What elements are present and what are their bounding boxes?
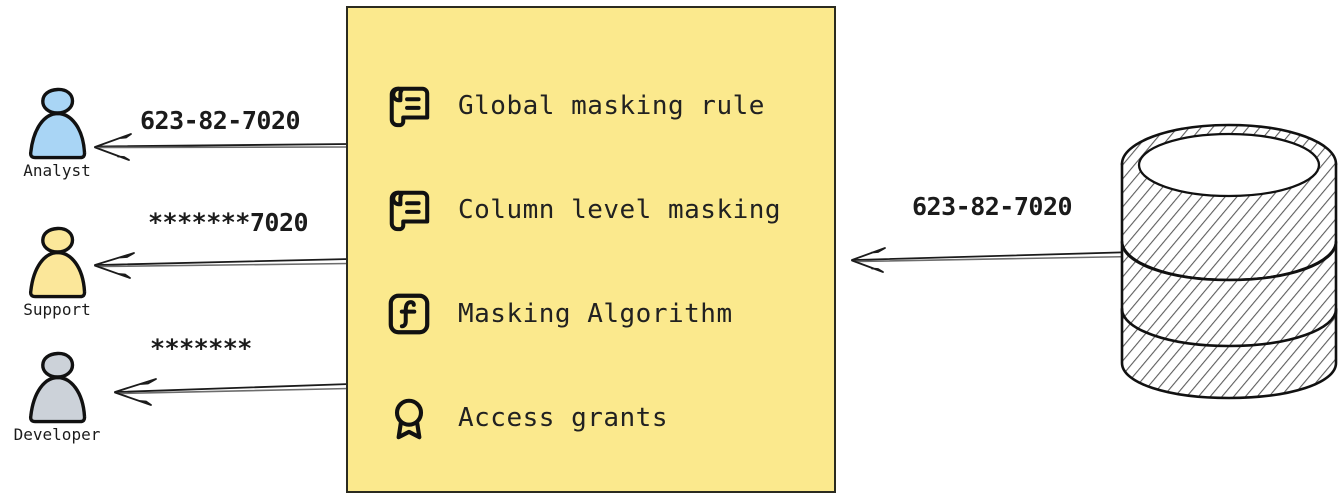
flow-label-developer: *******: [150, 334, 252, 363]
database-cylinder-icon: [1116, 116, 1340, 406]
person-icon: [28, 226, 87, 299]
policy-item-label: Global masking rule: [458, 91, 765, 121]
policy-item-global-masking-rule[interactable]: Global masking rule: [386, 54, 834, 158]
arrow-to-card-icon: [851, 247, 1136, 273]
scroll-icon: [389, 86, 430, 128]
arrow-to-support-icon: [94, 252, 351, 279]
actor-analyst: Analyst: [2, 80, 112, 180]
policy-item-label: Access grants: [458, 403, 668, 433]
policy-item-label: Masking Algorithm: [458, 299, 733, 329]
arrow-to-developer-icon: [114, 378, 351, 406]
function-icon: [388, 293, 430, 335]
flow-label-database: 623-82-7020: [912, 192, 1073, 221]
policy-item-column-level-masking[interactable]: Column level masking: [386, 158, 834, 262]
actor-label: Analyst: [23, 161, 91, 180]
flow-label-analyst: 623-82-7020: [140, 106, 301, 135]
award-icon: [394, 398, 424, 440]
person-icon: [28, 351, 87, 424]
actor-label: Developer: [13, 425, 101, 444]
policy-item-label: Column level masking: [458, 195, 782, 225]
scroll-icon: [389, 190, 430, 232]
actor-developer: Developer: [2, 344, 112, 444]
policy-card: Global masking rule Column level masking: [346, 6, 836, 493]
policy-item-access-grants[interactable]: Access grants: [386, 366, 834, 470]
actor-label: Support: [23, 300, 91, 319]
actor-support: Support: [2, 219, 112, 319]
person-icon: [28, 87, 87, 160]
flow-label-support: *******7020: [148, 208, 309, 237]
policy-list: Global masking rule Column level masking: [348, 8, 834, 491]
policy-item-masking-algorithm[interactable]: Masking Algorithm: [386, 262, 834, 366]
